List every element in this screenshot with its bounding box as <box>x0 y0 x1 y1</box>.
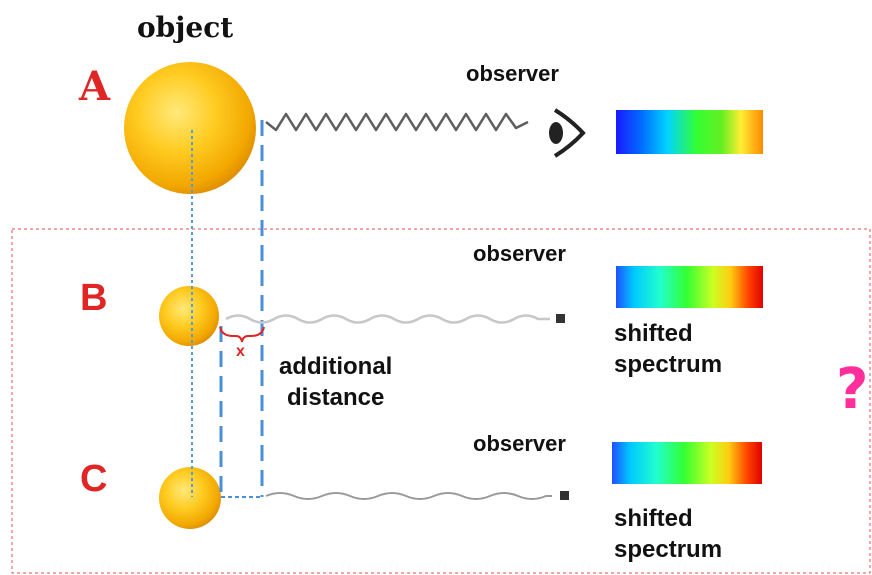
light-wave-a <box>265 112 529 132</box>
observer-label-a: observer <box>466 61 559 86</box>
object-sphere-c <box>159 467 221 529</box>
shifted-label-b-line1: shifted <box>614 320 693 347</box>
shifted-label-b-line2: spectrum <box>614 351 723 379</box>
row-label-c: C <box>80 458 108 500</box>
observer-dot-icon <box>556 314 565 323</box>
observer-label-c: observer <box>473 431 566 456</box>
shifted-label-c-line2: spectrum <box>614 536 723 564</box>
row-label-b: B <box>80 277 108 319</box>
shifted-spectrum-label-b: shifted spectrum <box>614 318 722 380</box>
spectrum-b <box>616 266 763 308</box>
additional-distance-label: additional distance <box>279 351 392 413</box>
question-mark: ? <box>836 357 869 422</box>
additional-distance-brace <box>219 326 265 343</box>
additional-label-line2: distance <box>286 384 385 412</box>
shifted-spectrum-label-c: shifted spectrum <box>614 503 722 565</box>
object-sphere-b <box>159 286 219 346</box>
spectrum-c <box>612 442 762 484</box>
spectrum-a <box>616 110 763 154</box>
x-mark: x <box>236 343 245 360</box>
additional-label-line1: additional <box>279 353 393 380</box>
row-label-a: A <box>79 63 111 110</box>
observer-dot-icon <box>560 491 569 500</box>
observer-label-b: observer <box>473 241 566 266</box>
object-sphere-a <box>124 62 256 194</box>
light-wave-c <box>265 492 552 500</box>
comparison-frame <box>11 228 871 574</box>
shifted-label-c-line1: shifted <box>614 505 693 532</box>
eye-icon <box>549 108 586 158</box>
light-wave-b <box>225 314 550 324</box>
object-title: object <box>137 11 234 44</box>
